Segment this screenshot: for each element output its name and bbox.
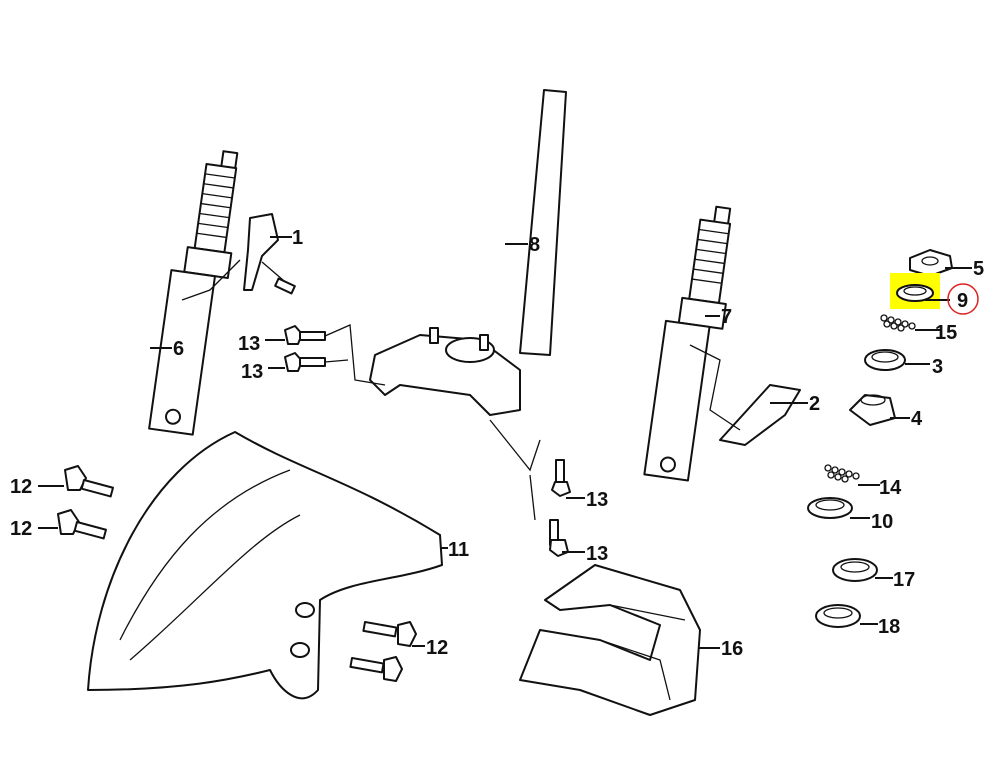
- ball-bearings-14[interactable]: [824, 464, 860, 483]
- front-fender[interactable]: [87, 431, 443, 700]
- bolt-13b[interactable]: [284, 352, 326, 372]
- callout-14[interactable]: 14: [879, 477, 902, 499]
- bolt-12b[interactable]: [57, 509, 107, 540]
- race-17[interactable]: [832, 558, 878, 582]
- bolt-13d[interactable]: [549, 519, 569, 557]
- callout-15[interactable]: 15: [935, 322, 957, 344]
- bolt-12c[interactable]: [362, 621, 417, 647]
- ball-bearings-15[interactable]: [880, 314, 916, 332]
- highlight-circle: [947, 283, 979, 315]
- callout-7[interactable]: 7: [721, 306, 732, 328]
- callout-13[interactable]: 13: [586, 543, 608, 565]
- callout-13[interactable]: 13: [238, 333, 260, 355]
- bolt-13a[interactable]: [284, 325, 326, 345]
- callout-12[interactable]: 12: [10, 518, 32, 540]
- nut-5[interactable]: [909, 249, 953, 277]
- callout-2[interactable]: 2: [809, 393, 820, 415]
- right-fork-tube[interactable]: [643, 202, 739, 482]
- callout-5[interactable]: 5: [973, 258, 984, 280]
- callout-11[interactable]: 11: [448, 539, 469, 561]
- bracket-1[interactable]: [243, 213, 279, 291]
- steering-stem[interactable]: [369, 89, 567, 416]
- callout-8[interactable]: 8: [529, 234, 540, 256]
- callout-6[interactable]: 6: [173, 338, 184, 360]
- left-fork-tube[interactable]: [148, 146, 245, 436]
- callout-18[interactable]: 18: [878, 616, 900, 638]
- callout-17[interactable]: 17: [893, 569, 915, 591]
- bolt-12d[interactable]: [349, 656, 403, 682]
- callout-3[interactable]: 3: [932, 356, 943, 378]
- callout-12[interactable]: 12: [426, 637, 448, 659]
- bracket-2[interactable]: [719, 384, 801, 446]
- race-3[interactable]: [864, 349, 906, 371]
- callout-10[interactable]: 10: [871, 511, 893, 533]
- fork-cover[interactable]: [519, 564, 701, 716]
- callout-13[interactable]: 13: [586, 489, 608, 511]
- leader-lines: [38, 236, 972, 649]
- callout-13[interactable]: 13: [241, 361, 263, 383]
- race-18[interactable]: [815, 604, 861, 628]
- bolt-12a[interactable]: [64, 465, 114, 498]
- callout-1[interactable]: 1: [292, 227, 303, 249]
- callout-16[interactable]: 16: [721, 638, 743, 660]
- callout-9[interactable]: 9: [957, 290, 968, 312]
- race-10[interactable]: [807, 497, 853, 519]
- cone-4[interactable]: [849, 394, 896, 426]
- washer-9[interactable]: [896, 284, 934, 302]
- callout-12[interactable]: 12: [10, 476, 32, 498]
- bolt-13c[interactable]: [551, 459, 571, 497]
- callout-4[interactable]: 4: [911, 408, 923, 430]
